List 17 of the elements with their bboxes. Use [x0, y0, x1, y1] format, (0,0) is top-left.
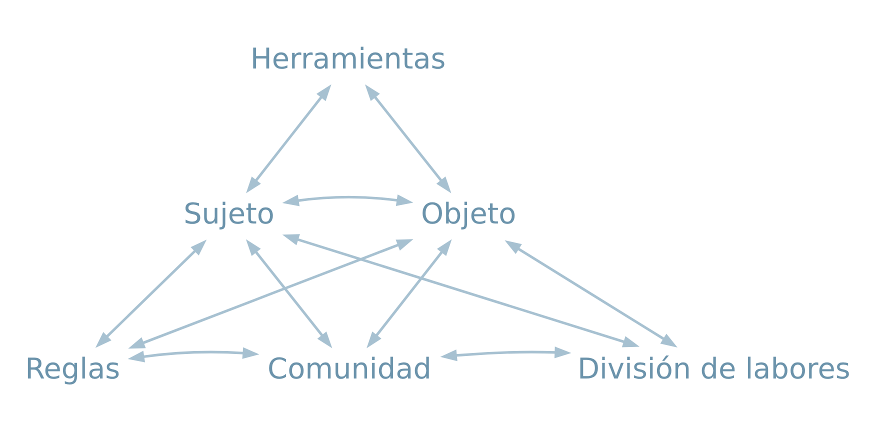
- arrow: [365, 84, 452, 194]
- arrow: [440, 346, 572, 362]
- arrow: [95, 240, 207, 348]
- node-text: Objeto: [420, 196, 516, 231]
- arrow: [128, 347, 260, 362]
- node-text: División de labores: [577, 352, 850, 386]
- arrow: [504, 240, 678, 348]
- node-text: Comunidad: [268, 352, 432, 386]
- arrow: [282, 194, 414, 206]
- node-text: Sujeto: [184, 196, 274, 231]
- arrow: [246, 239, 332, 348]
- arrow: [246, 84, 332, 194]
- node-text: Herramientas: [250, 42, 446, 76]
- node-text: Reglas: [25, 352, 120, 386]
- arrow: [128, 239, 414, 349]
- arrow: [282, 234, 640, 348]
- arrow: [366, 239, 452, 348]
